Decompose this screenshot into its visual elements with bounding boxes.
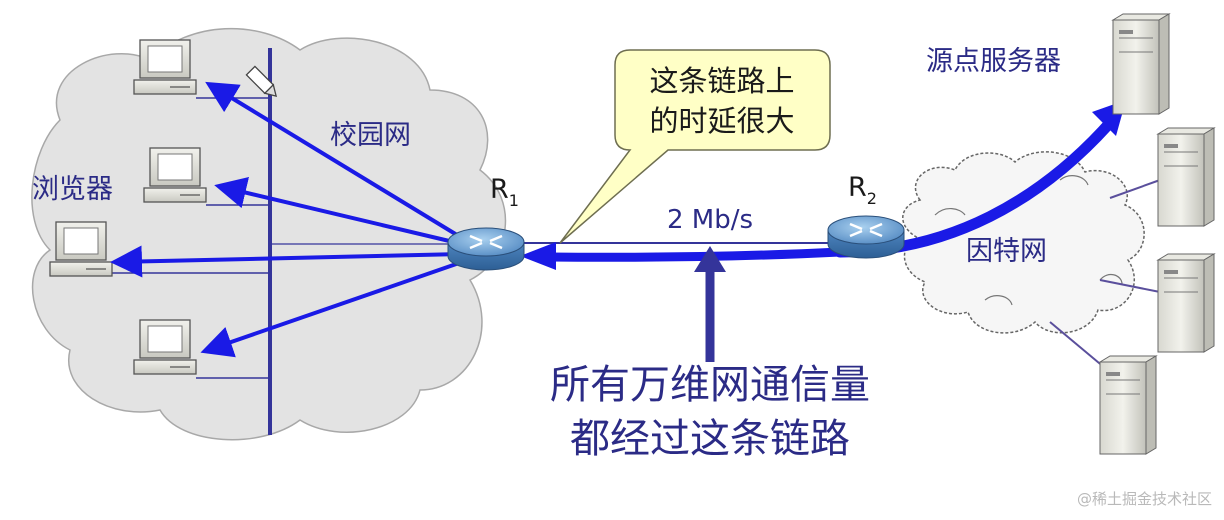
origin-server-label: 源点服务器 [926,46,1061,77]
traffic-main-arrow [547,247,841,262]
browser-label: 浏览器 [32,174,113,205]
callout-line-1: 这条链路上 [649,64,794,98]
internet-cloud [902,151,1145,334]
pc-icon[interactable] [133,319,197,375]
pc-icon[interactable] [143,147,207,203]
server-icon[interactable] [1156,127,1216,227]
traffic-arrows-to-pcs [110,81,464,358]
pointer-up-arrowhead [694,246,726,272]
server-icon[interactable] [1098,355,1158,455]
router-r1-label: R1 [490,174,519,210]
pc-icon[interactable] [133,39,197,95]
watermark: @稀土掘金技术社区 [1077,490,1212,508]
router-r2-label: R2 [848,172,877,208]
traffic-main-arrowhead [520,242,556,270]
server-icon[interactable] [1156,253,1216,353]
link-rate-label: 2 Mb/s [667,205,753,235]
router-r2-icon[interactable] [827,215,905,259]
campus-network-label: 校园网 [330,120,411,151]
delay-callout: 这条链路上 的时延很大 [559,49,831,244]
internet-label: 因特网 [966,236,1047,267]
router-r1-icon[interactable] [447,227,525,271]
traffic-caption-line-1: 所有万维网通信量 [550,362,870,408]
traffic-caption-line-2: 都经过这条链路 [570,416,850,462]
server-connectors [1049,179,1161,369]
pencil-icon [245,65,278,98]
pc-icon[interactable] [49,221,113,277]
origin-server-icon[interactable] [1111,13,1171,115]
callout-line-2: 的时延很大 [649,104,794,138]
